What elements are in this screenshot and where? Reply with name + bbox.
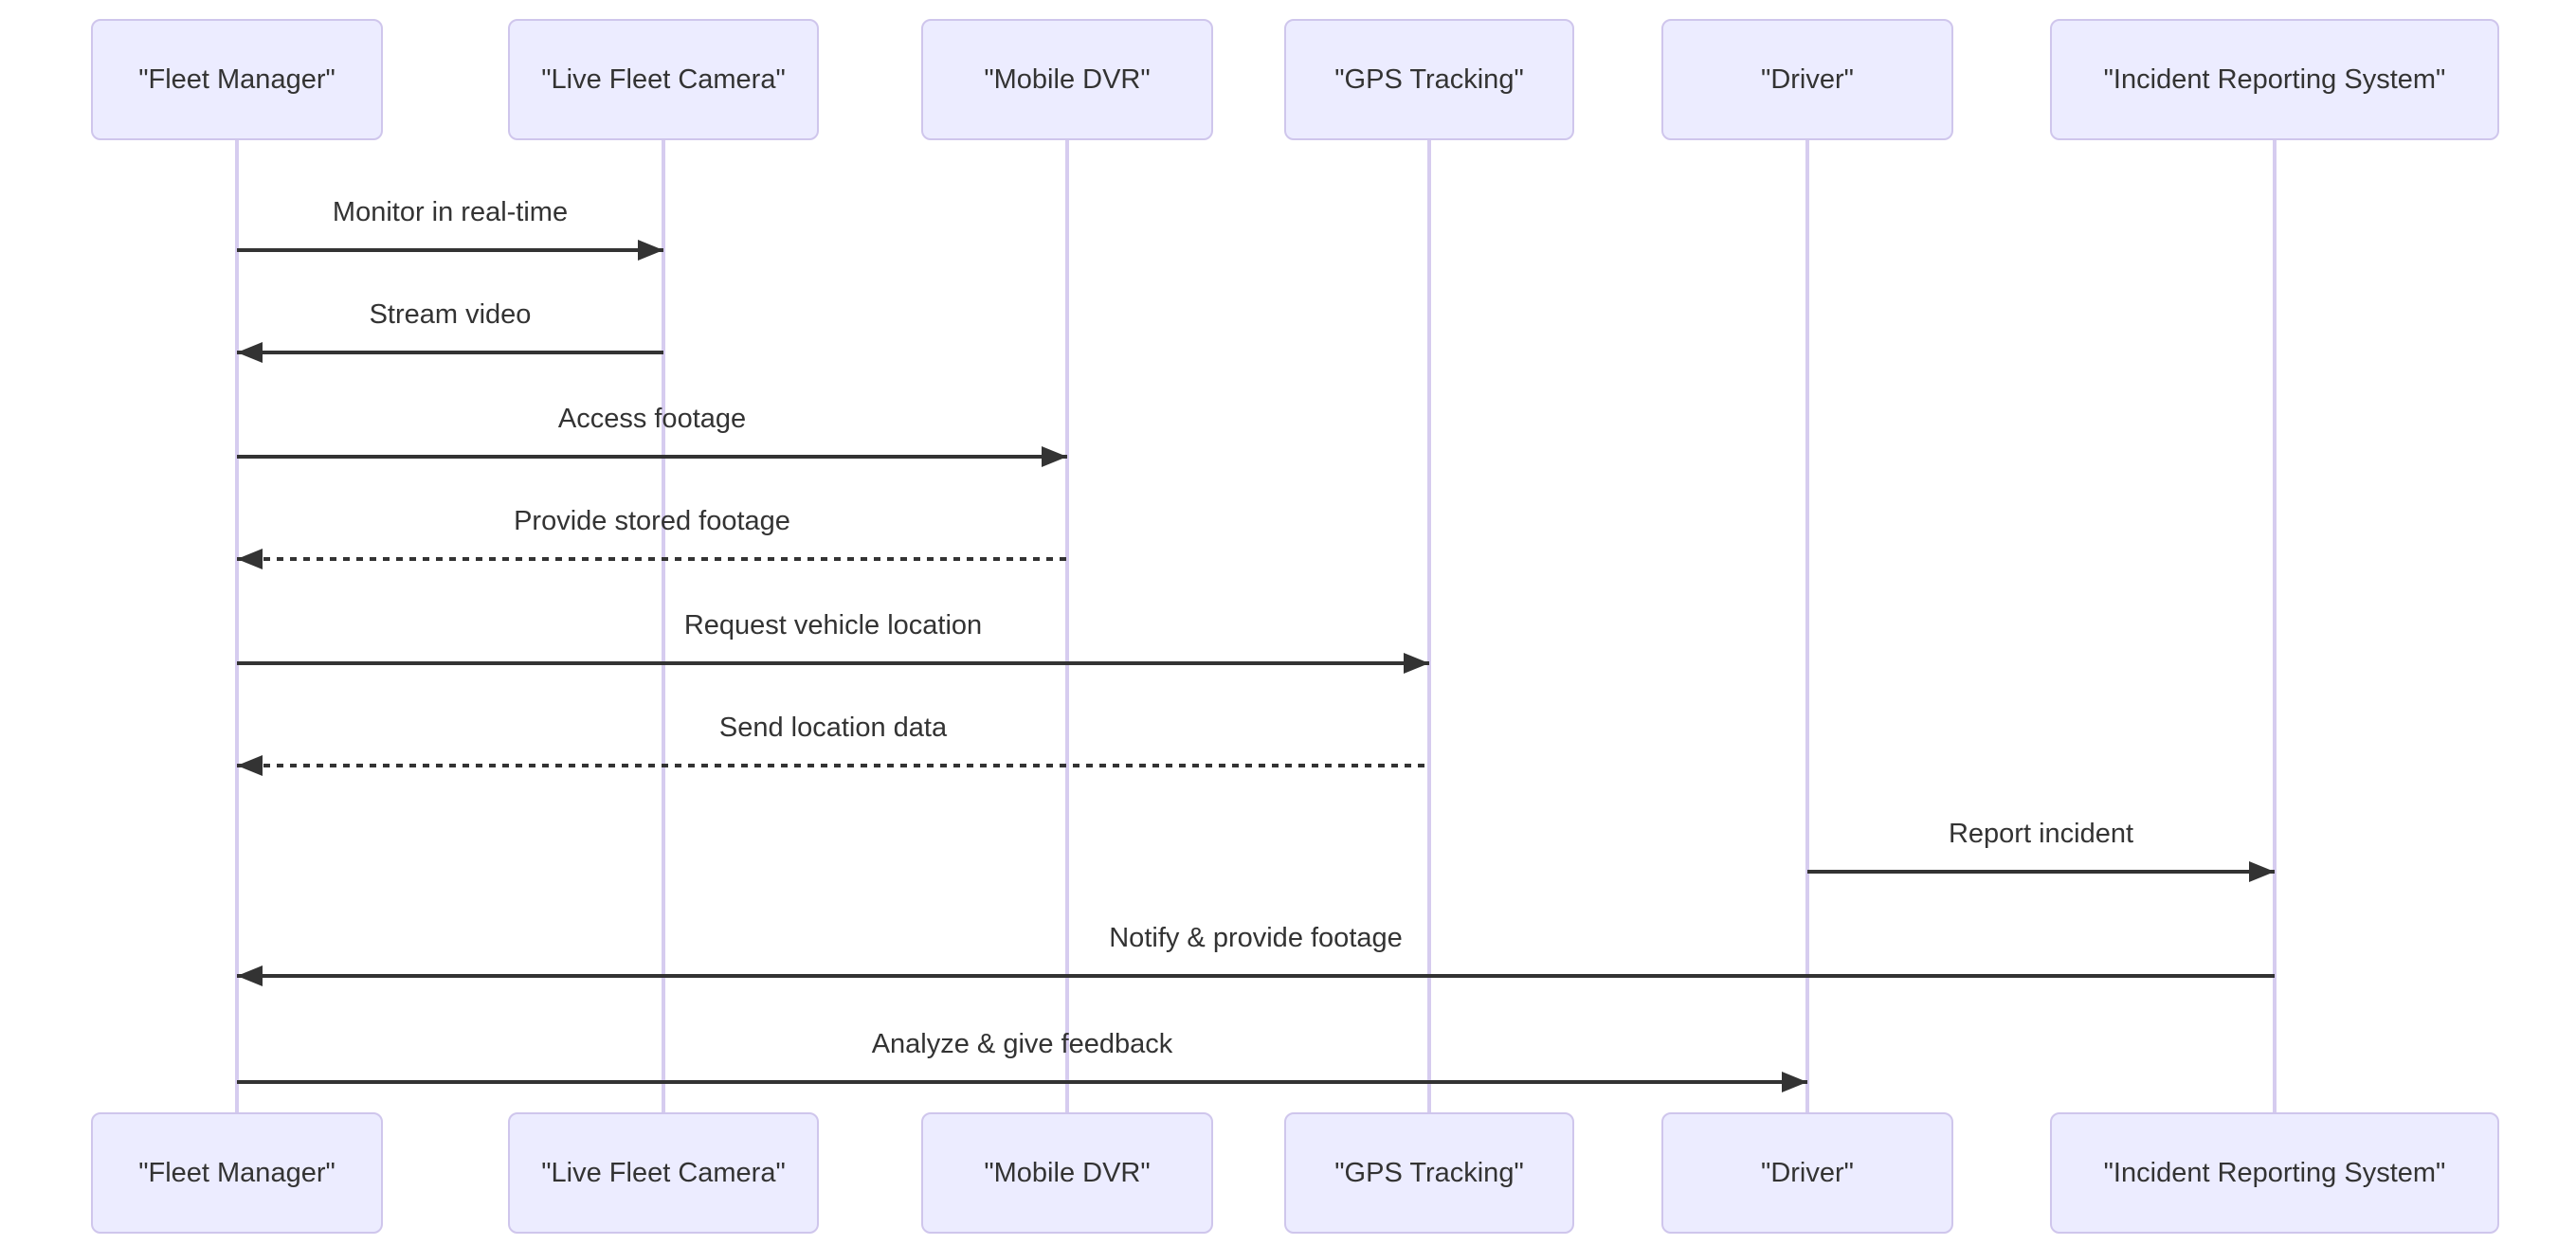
actor-box-top-live-fleet-camera: "Live Fleet Camera" [508, 19, 819, 140]
actor-label: "Live Fleet Camera" [541, 63, 786, 95]
actor-box-bottom-mobile-dvr: "Mobile DVR" [921, 1112, 1213, 1234]
arrowhead-icon [237, 965, 263, 986]
actor-label: "Mobile DVR" [984, 1157, 1151, 1188]
arrowhead-icon [237, 755, 263, 776]
actor-box-top-fleet-manager: "Fleet Manager" [91, 19, 383, 140]
actor-label: "Incident Reporting System" [2103, 1157, 2446, 1188]
message-label: Notify & provide footage [1109, 923, 1403, 953]
actor-label: "Fleet Manager" [138, 63, 336, 95]
message-arrow-dotted-left [237, 549, 1067, 569]
arrowhead-icon [638, 240, 663, 261]
arrowhead-icon [237, 549, 263, 569]
actor-box-bottom-gps-tracking: "GPS Tracking" [1284, 1112, 1574, 1234]
message-label: Analyze & give feedback [871, 1029, 1173, 1059]
message-arrow-solid-right [237, 446, 1067, 467]
actor-label: "Driver" [1761, 1157, 1854, 1188]
actor-box-top-incident-reporting-system: "Incident Reporting System" [2050, 19, 2499, 140]
actor-label: "Mobile DVR" [984, 63, 1151, 95]
actor-label: "Fleet Manager" [138, 1157, 336, 1188]
message-arrow-dotted-left [237, 755, 1429, 776]
message-label: Provide stored footage [514, 506, 790, 536]
message-label: Access footage [557, 404, 747, 434]
lifeline-fleet-manager [235, 140, 239, 1112]
actor-label: "GPS Tracking" [1334, 1157, 1524, 1188]
actor-label: "Driver" [1761, 63, 1854, 95]
arrowhead-icon [2249, 861, 2275, 882]
message-arrow-solid-right [237, 653, 1429, 674]
lifeline-gps-tracking [1427, 140, 1431, 1112]
message-label: Request vehicle location [683, 610, 983, 641]
message-label: Send location data [718, 713, 948, 743]
arrowhead-icon [237, 342, 263, 363]
message-arrow-solid-left [237, 342, 663, 363]
message-arrow-solid-right [1807, 861, 2275, 882]
message-label: Report incident [1948, 819, 2134, 849]
actor-box-bottom-live-fleet-camera: "Live Fleet Camera" [508, 1112, 819, 1234]
actor-box-top-gps-tracking: "GPS Tracking" [1284, 19, 1574, 140]
lifeline-mobile-dvr [1065, 140, 1069, 1112]
actor-label: "Incident Reporting System" [2103, 63, 2446, 95]
message-label: Stream video [369, 299, 532, 330]
arrowhead-icon [1404, 653, 1429, 674]
actor-box-bottom-incident-reporting-system: "Incident Reporting System" [2050, 1112, 2499, 1234]
lifeline-incident-reporting-system [2273, 140, 2277, 1112]
actor-label: "Live Fleet Camera" [541, 1157, 786, 1188]
message-arrow-solid-right [237, 1072, 1807, 1092]
actor-box-bottom-fleet-manager: "Fleet Manager" [91, 1112, 383, 1234]
message-arrow-solid-right [237, 240, 663, 261]
arrowhead-icon [1042, 446, 1067, 467]
actor-box-bottom-driver: "Driver" [1661, 1112, 1953, 1234]
actor-box-top-driver: "Driver" [1661, 19, 1953, 140]
actor-box-top-mobile-dvr: "Mobile DVR" [921, 19, 1213, 140]
arrowhead-icon [1782, 1072, 1807, 1092]
actor-label: "GPS Tracking" [1334, 63, 1524, 95]
message-arrow-solid-left [237, 965, 2275, 986]
message-label: Monitor in real-time [332, 197, 569, 227]
lifeline-live-fleet-camera [662, 140, 665, 1112]
lifeline-driver [1805, 140, 1809, 1112]
